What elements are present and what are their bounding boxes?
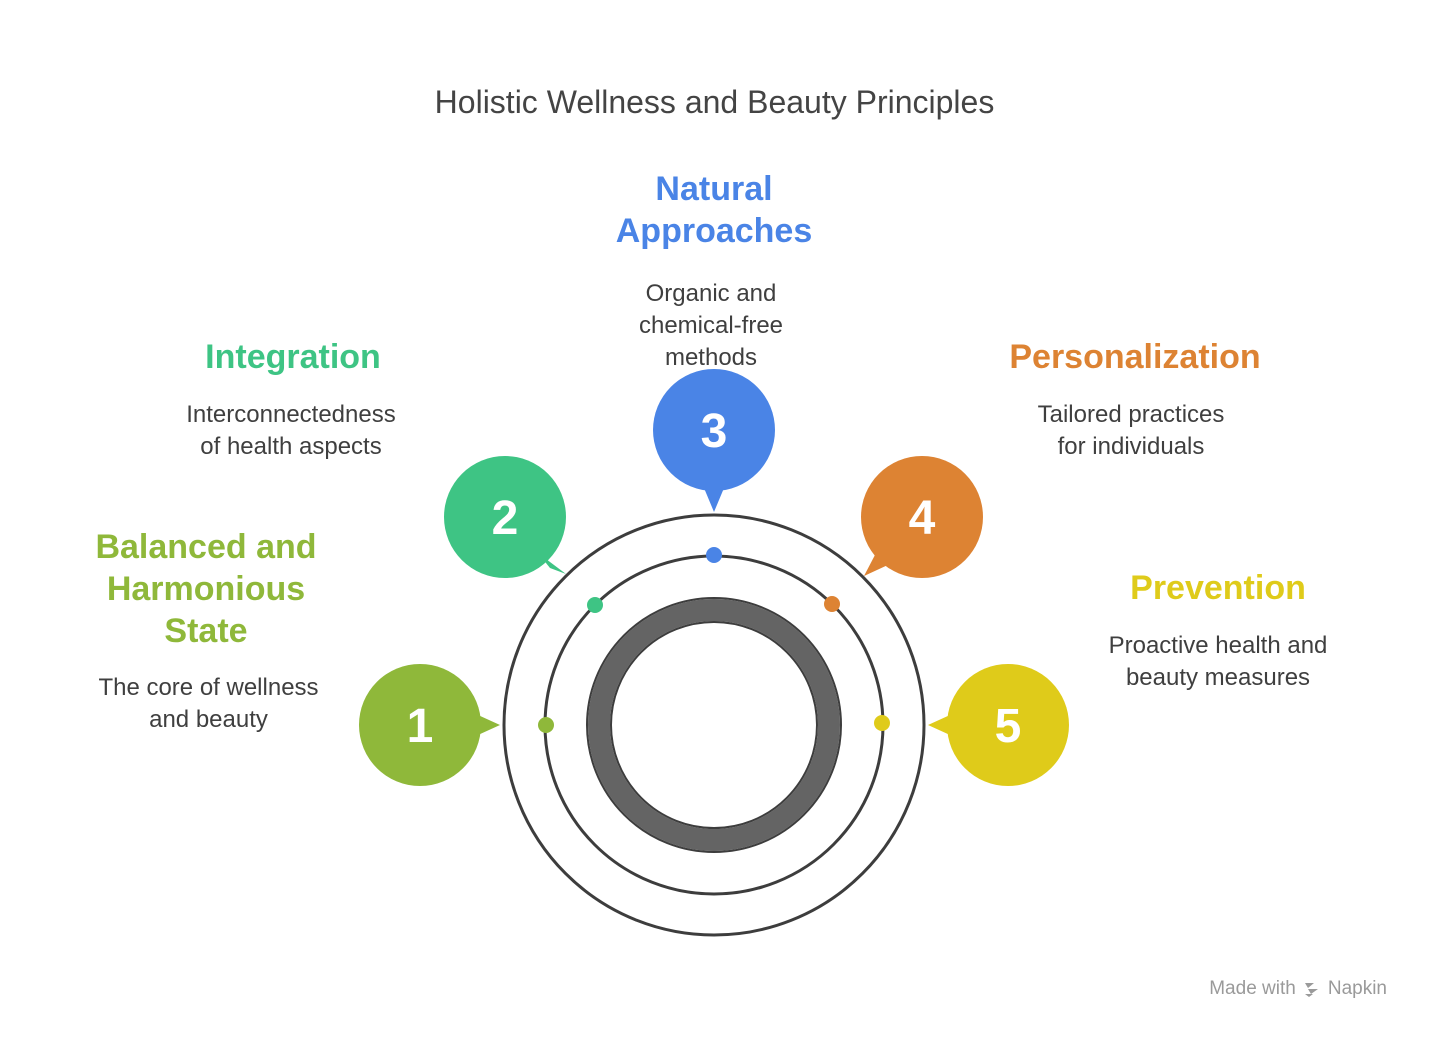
ring-marker-4 <box>824 596 840 612</box>
bubble-pointer-1 <box>478 715 500 735</box>
watermark-brand: Napkin <box>1327 978 1387 999</box>
step-bubble-4 <box>861 456 983 578</box>
ring-marker-2 <box>587 597 603 613</box>
step-heading-5: Prevention <box>1130 569 1306 607</box>
ring-marker-1 <box>538 717 554 733</box>
step-number-3: 3 <box>701 405 728 458</box>
napkin-logo-icon <box>1304 983 1318 997</box>
step-bubble-2 <box>444 456 566 578</box>
core-ring <box>588 599 840 851</box>
step-bubble-1 <box>359 664 481 786</box>
step-bubble-3 <box>653 369 775 491</box>
ring-marker-5 <box>874 715 890 731</box>
step-number-2: 2 <box>492 492 519 545</box>
watermark-prefix: Made with <box>1209 978 1296 999</box>
step-heading-4: Personalization <box>1009 338 1261 376</box>
step-number-5: 5 <box>995 700 1022 753</box>
step-bubble-5 <box>947 664 1069 786</box>
step-heading-2: Integration <box>205 338 381 376</box>
core-ring-inner-edge <box>610 621 818 829</box>
step-number-4: 4 <box>909 492 936 545</box>
bubble-pointer-5 <box>928 715 950 735</box>
step-number-1: 1 <box>407 700 434 753</box>
core-ring-outer-edge <box>586 597 842 853</box>
ring-marker-3 <box>706 547 722 563</box>
bubble-pointer-4 <box>864 553 890 576</box>
diagram-title: Holistic Wellness and Beauty Principles <box>434 84 995 120</box>
outer-ring <box>502 513 926 937</box>
made-with-napkin[interactable]: Made with Napkin <box>1209 978 1387 1000</box>
bubble-pointer-3 <box>704 488 724 512</box>
